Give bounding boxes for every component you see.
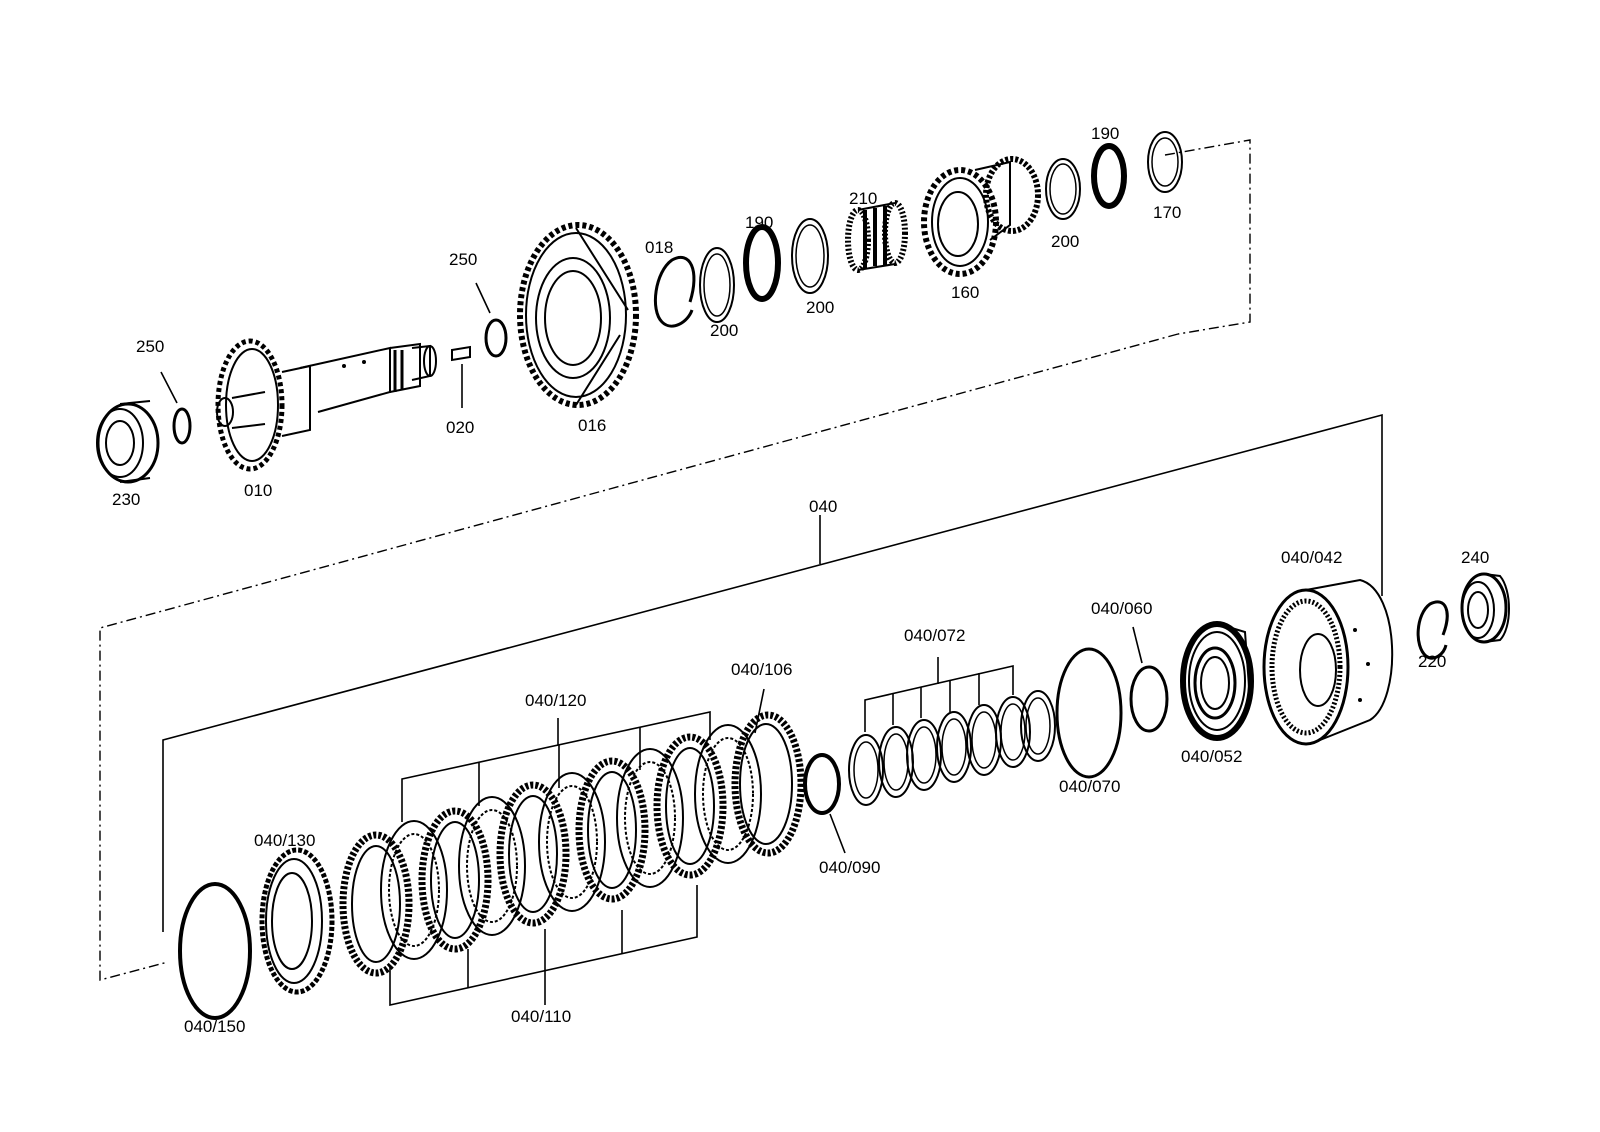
label-010: 010 [244,481,272,500]
circlip-018 [653,256,696,328]
assembly-boundary-line-lower [99,333,1179,981]
leader-040-090 [829,813,846,854]
leader-250b [475,282,491,314]
label-040-120: 040/120 [525,691,586,710]
label-250a: 250 [136,337,164,356]
circlip-220 [1416,600,1449,660]
label-040-110: 040/110 [511,1007,571,1026]
label-220: 220 [1418,652,1446,671]
gear-160 [921,156,1041,277]
label-016: 016 [578,416,606,435]
label-040: 040 [809,497,837,516]
label-040-060: 040/060 [1091,599,1152,618]
label-020: 020 [446,418,474,437]
washer-200b [791,218,829,294]
gear-016 [517,222,639,408]
leader-040-106 [754,688,765,734]
label-040-072: 040/072 [904,626,965,645]
label-250b: 250 [449,250,477,269]
bracket-040-110 [389,885,698,1006]
label-230: 230 [112,490,140,509]
label-190a: 190 [745,213,773,232]
label-240: 240 [1461,548,1489,567]
gear-shaft-010 [215,338,437,472]
assembly-boundary-line [1164,139,1251,335]
seal-ring-040-150 [178,882,252,1020]
needle-cage-210 [845,200,908,273]
plate-040-106 [731,711,805,857]
leader-040-060 [1132,626,1143,664]
bracket-040 [162,413,1383,932]
label-040-106: 040/106 [731,660,792,679]
bracket-040-120 [401,711,711,822]
washer-200a [699,247,735,323]
bracket-040-072 [864,664,1014,732]
clutch-drum-040-042 [1262,578,1394,746]
pin-020 [451,345,471,362]
label-190b: 190 [1091,124,1119,143]
end-plate-040-130 [259,847,335,995]
label-160: 160 [951,283,979,302]
label-210: 210 [849,189,877,208]
piston-040-052 [1180,621,1254,741]
label-040-070: 040/070 [1059,777,1120,796]
seal-ring-040-070 [1055,647,1123,779]
label-018: 018 [645,238,673,257]
ring-040-090 [803,753,841,815]
washer-200c [1045,158,1081,220]
label-200c: 200 [1051,232,1079,251]
label-040-150: 040/150 [184,1017,245,1036]
bearing-240 [1460,572,1510,644]
label-200a: 200 [710,321,738,340]
label-170: 170 [1153,203,1181,222]
label-040-090: 040/090 [819,858,880,877]
spring-set-040-072 [848,690,1056,806]
bearing-230 [96,400,160,484]
washer-170 [1147,131,1183,193]
snap-ring-250b [484,318,508,358]
label-200b: 200 [806,298,834,317]
clutch-plate-stack [339,724,762,977]
ring-040-060 [1129,665,1169,733]
label-040-052: 040/052 [1181,747,1242,766]
label-040-130: 040/130 [254,831,315,850]
leader-250a [160,371,178,404]
thrust-ring-190b [1091,143,1127,209]
snap-ring-250 [172,407,192,445]
label-040-042: 040/042 [1281,548,1342,567]
thrust-ring-190a [743,224,781,302]
